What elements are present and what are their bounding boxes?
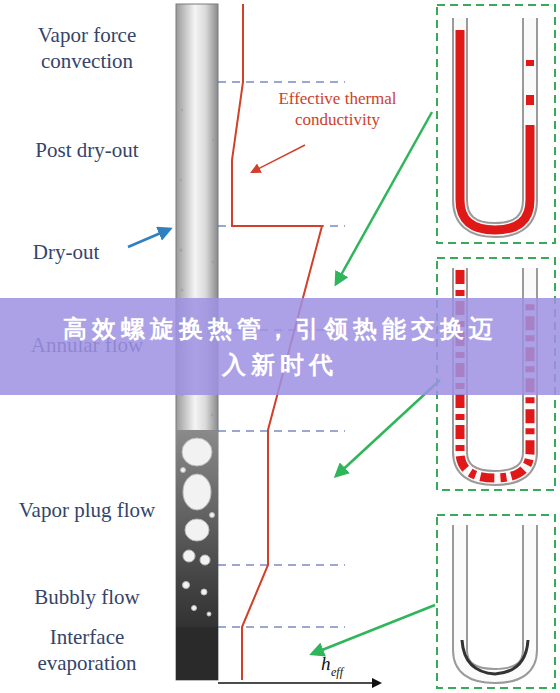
regime-label: Bubbly flow	[4, 584, 170, 610]
regime-label: Post dry-out	[4, 137, 170, 163]
curve-label: Effective thermal conductivity	[250, 88, 425, 131]
title-band: 高效螺旋换热管，引领热能交换迈入新时代	[0, 298, 560, 395]
axis-subscript: eff	[331, 665, 361, 680]
regime-label: Interface evaporation	[4, 624, 170, 677]
band-text: 高效螺旋换热管，引领热能交换迈入新时代	[56, 311, 504, 383]
regime-label: Vapor force convection	[4, 22, 170, 75]
regime-label: Dry-out	[4, 239, 128, 265]
regime-label: Vapor plug flow	[2, 497, 172, 523]
